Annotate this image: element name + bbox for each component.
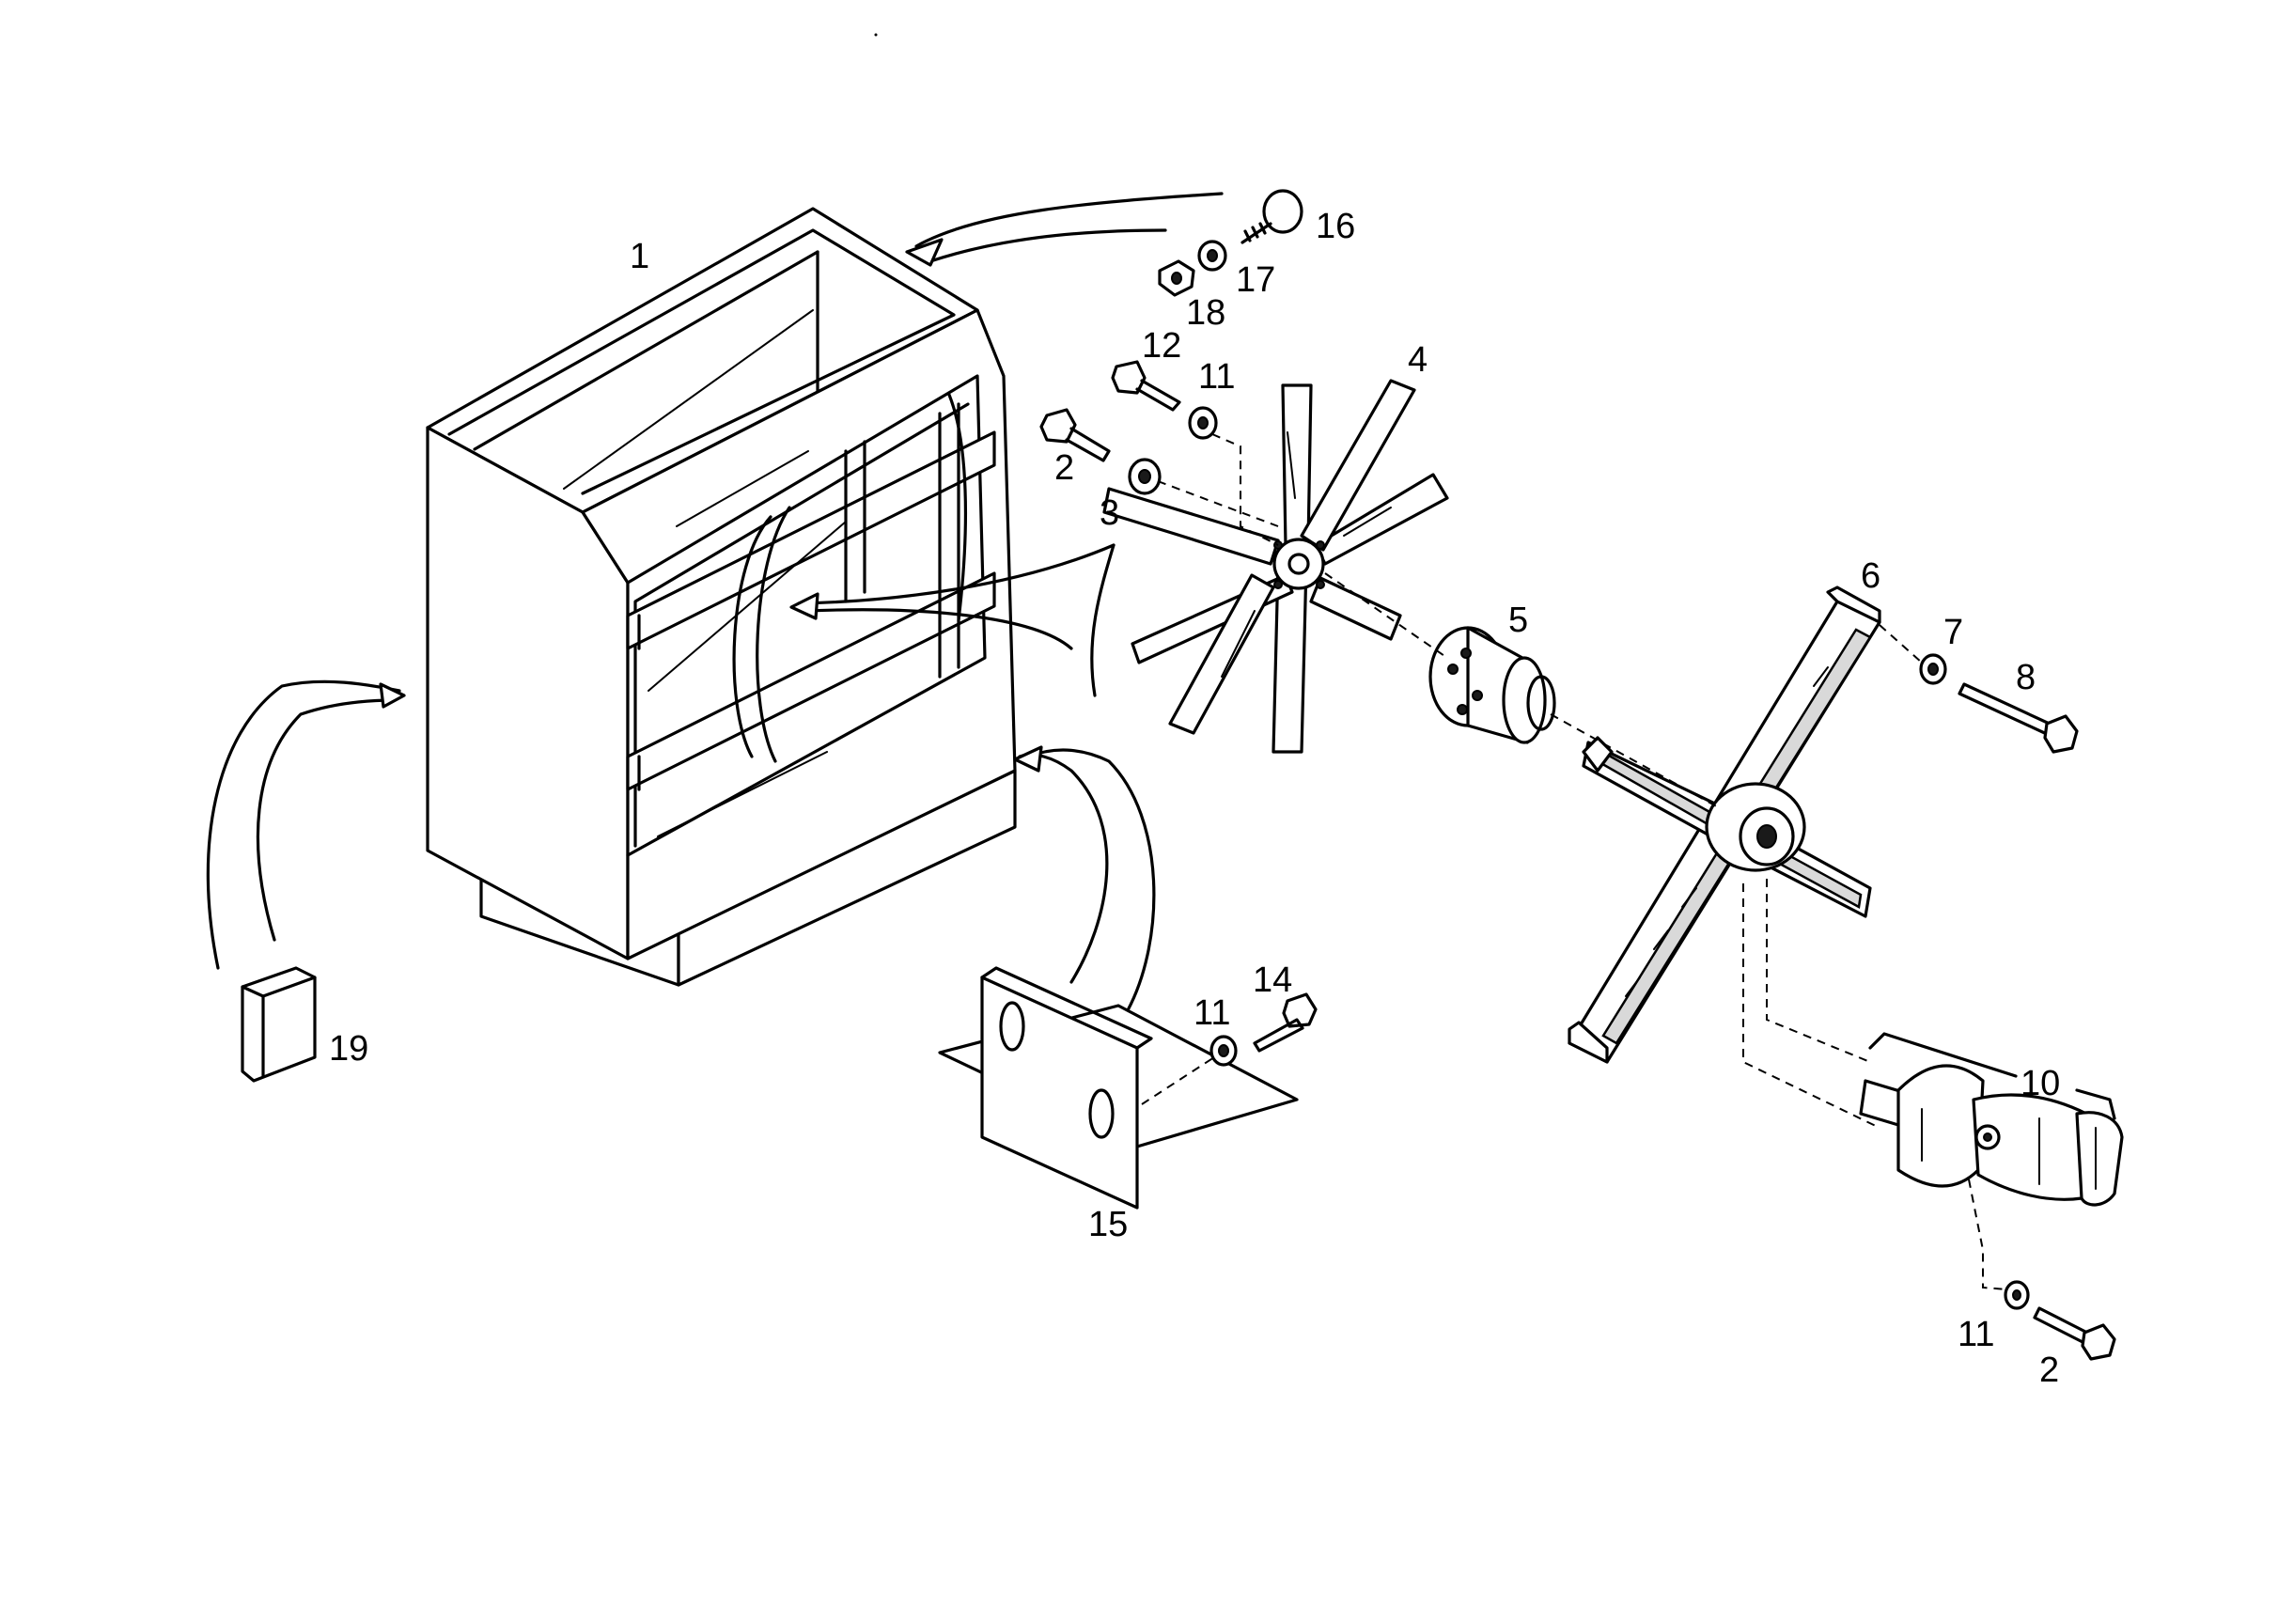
callout-11-bottom: 11 [1958, 1315, 1994, 1354]
assembly-lines [1141, 433, 2007, 1290]
callout-16: 16 [1316, 207, 1355, 246]
callout-11-top: 11 [1198, 357, 1235, 397]
callout-8: 8 [2016, 658, 2036, 697]
callout-2-top: 2 [1054, 448, 1074, 488]
callout-7: 7 [1943, 613, 1963, 652]
callout-19: 19 [329, 1029, 368, 1069]
hydraulic-motor [1859, 1032, 2124, 1207]
callout-18: 18 [1186, 293, 1225, 333]
radiator-housing [426, 207, 1017, 987]
fan-support-cross [1568, 586, 1881, 1064]
callout-labels: 1 16 17 18 12 11 4 2 3 5 6 7 8 10 14 11 … [329, 207, 2060, 1390]
callout-12: 12 [1142, 326, 1181, 366]
callout-5: 5 [1508, 601, 1528, 640]
callout-3: 3 [1100, 493, 1119, 533]
callout-1: 1 [630, 237, 649, 276]
callout-4: 4 [1408, 340, 1428, 380]
callout-10: 10 [2021, 1064, 2060, 1103]
callout-17: 17 [1236, 260, 1275, 300]
callout-11-bracket: 11 [1194, 993, 1230, 1033]
rubber-block [241, 966, 317, 1083]
eight-blade-fan [1102, 379, 1449, 754]
callout-2-bottom: 2 [2039, 1351, 2059, 1390]
callout-6: 6 [1861, 556, 1880, 596]
callout-15: 15 [1088, 1205, 1128, 1244]
speck [874, 33, 878, 37]
callout-14: 14 [1253, 960, 1292, 1000]
mounting-bracket [938, 966, 1299, 1210]
fan-hub [1428, 626, 1556, 744]
arrows [206, 192, 1224, 1012]
hardware [1039, 189, 2116, 1361]
